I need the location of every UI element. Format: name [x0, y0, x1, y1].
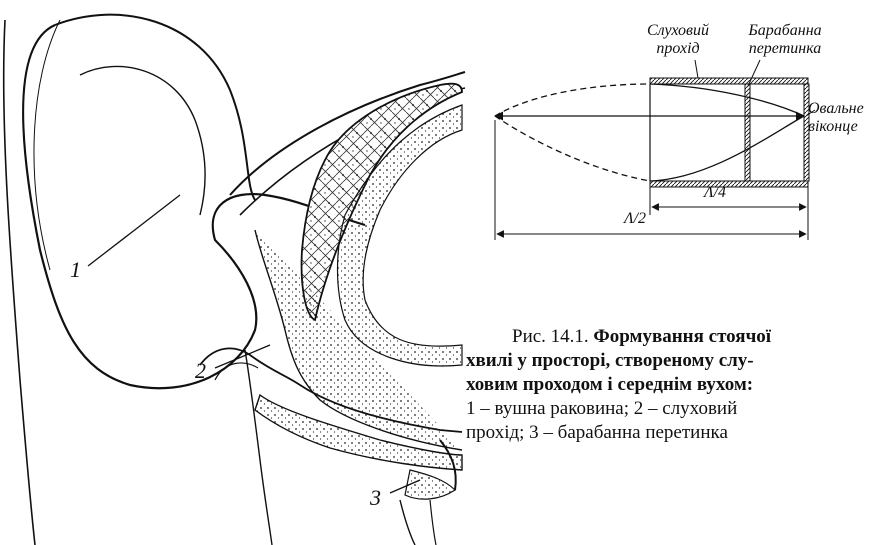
label-oval-window: Овальне віконце: [808, 100, 893, 136]
caption-legend-line1: 1 – вушна раковина; 2 – слуховий: [466, 397, 893, 421]
label-3-eardrum: 3: [369, 485, 381, 510]
canal-top-wall: [650, 78, 808, 84]
label-half-wavelength: Λ/2: [610, 210, 660, 228]
ear-anatomy-illustration: 1 2 3: [0, 0, 470, 545]
caption-title-part3: ховим проходом і середнім вухом:: [466, 374, 753, 395]
label-1-auricle: 1: [70, 257, 81, 282]
label-eardrum: Барабанна перетинка: [730, 22, 840, 58]
caption-title-part1: Формування стоячої: [593, 326, 771, 347]
caption-title-part2: хвилі у просторі, створеному слу-: [466, 350, 754, 371]
eardrum-line: [745, 84, 750, 181]
label-quarter-wavelength: Λ/4: [690, 184, 740, 202]
caption-prefix: Рис. 14.1.: [512, 326, 593, 347]
figure-caption: Рис. 14.1. Формування стоячої хвилі у пр…: [466, 325, 893, 445]
caption-legend-line2: прохід; 3 – барабанна перетинка: [466, 421, 893, 445]
label-2-ear-canal: 2: [195, 358, 206, 383]
label-ear-canal: Слуховий прохід: [628, 22, 728, 58]
